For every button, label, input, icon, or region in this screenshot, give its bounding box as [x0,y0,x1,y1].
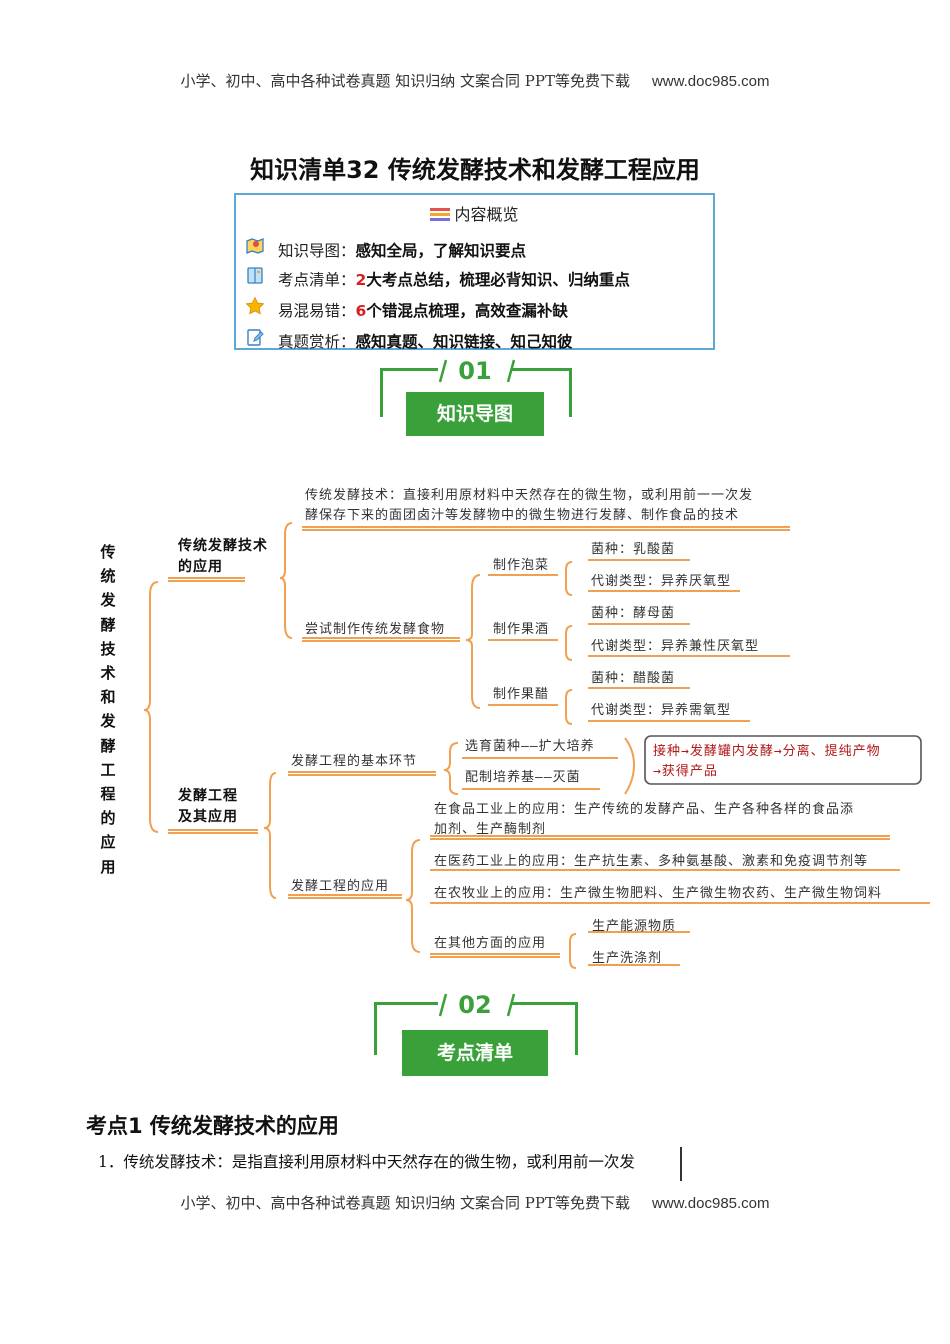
header-site[interactable]: www.doc985.com [651,73,770,90]
page-title: 知识清单32 传统发酵技术和发酵工程应用 [250,156,700,184]
branch2-label: 发酵工程及其应用 [178,788,238,825]
overview-row-list: 考点清单：2大考点总结，梳理必背知识、归纳重点 [244,265,630,290]
food-strain: 菌种：酵母菌 [591,606,676,621]
other-app: 在其他方面的应用 [434,936,547,951]
branch1-label: 传统发酵技术的应用 [178,538,268,575]
header-text: 小学、初中、高中各种试卷真题 知识归纳 文案合同 PPT等免费下载 [180,72,630,90]
badge-label: 考点清单 [402,1030,548,1076]
mind-map-root: 传统发酵技术和发酵工程的应用 [100,543,116,876]
branch1-def-line2: 酵保存下来的面团卤汁等发酵物中的微生物进行发酵、制作食品的技术 [305,508,740,523]
basic-next-line1: 接种→发酵罐内发酵→分离、提纯产物 [653,744,881,759]
other-item: 生产洗涤剂 [592,951,663,966]
book-icon [244,265,266,289]
mind-map-lines [143,522,930,969]
overview-row-errors: 易混易错：6个错混点梳理，高效查漏补缺 [244,296,568,321]
badge-number: 01 [458,357,492,385]
food-strain: 菌种：醋酸菌 [591,671,676,686]
food-name: 制作果酒 [493,622,550,637]
overview-heading: 内容概览 [236,201,713,225]
med-app: 在医药工业上的应用：生产抗生素、多种氨基酸、激素和免疫调节剂等 [434,854,869,869]
text-cursor [680,1147,682,1181]
food-app-line2: 加剂、生产酶制剂 [434,822,547,837]
map-icon [244,236,266,260]
basic-steps-label: 发酵工程的基本环节 [291,754,418,769]
overview-row-exams: 真题赏析：感知真题、知识链接、知己知彼 [244,327,573,352]
page-header: 小学、初中、高中各种试卷真题 知识归纳 文案合同 PPT等免费下载 www.doc… [0,70,950,91]
edit-icon [244,327,266,351]
food-strain: 菌种：乳酸菌 [591,542,676,557]
basic-step: 选育菌种——扩大培养 [465,739,595,754]
footer-site[interactable]: www.doc985.com [651,1195,770,1212]
basic-next-line2: →获得产品 [653,764,718,779]
food-name: 制作果醋 [493,687,550,702]
footer-text: 小学、初中、高中各种试卷真题 知识归纳 文案合同 PPT等免费下载 [180,1194,630,1212]
badge-number: 02 [458,991,492,1019]
section-heading: 考点1 传统发酵技术的应用 [86,1114,339,1138]
food-metab: 代谢类型：异养需氧型 [591,703,732,718]
section-badge-02: 02 考点清单 [372,991,578,1080]
food-metab: 代谢类型：异养厌氧型 [591,574,732,589]
section-badge-01: 01 知识导图 [378,357,572,440]
basic-step: 配制培养基——灭菌 [465,770,581,785]
branch1-def-line1: 传统发酵技术：直接利用原材料中天然存在的微生物，或利用前一一次发 [305,488,754,503]
apps-label: 发酵工程的应用 [291,879,390,894]
badge-label: 知识导图 [406,392,544,436]
food-app-line1: 在食品工业上的应用：生产传统的发酵产品、生产各种各样的食品添 [434,802,855,817]
other-item: 生产能源物质 [592,919,677,934]
agri-app: 在农牧业上的应用：生产微生物肥料、生产微生物农药、生产微生物饲料 [434,886,883,901]
list-icon [430,208,451,222]
food-name: 制作泡菜 [493,558,550,573]
overview-row-map: 知识导图：感知全局，了解知识要点 [244,236,526,261]
page-footer: 小学、初中、高中各种试卷真题 知识归纳 文案合同 PPT等免费下载 www.doc… [0,1192,950,1213]
food-metab: 代谢类型：异养兼性厌氧型 [591,639,760,654]
star-icon [244,296,266,320]
branch1-try: 尝试制作传统发酵食物 [305,622,446,637]
overview-box: 内容概览 知识导图：感知全局，了解知识要点 考点清单：2大考点总结，梳理必背知识… [234,193,715,352]
paragraph: 1．传统发酵技术：是指直接利用原材料中天然存在的微生物，或利用前一次发 [98,1153,635,1171]
